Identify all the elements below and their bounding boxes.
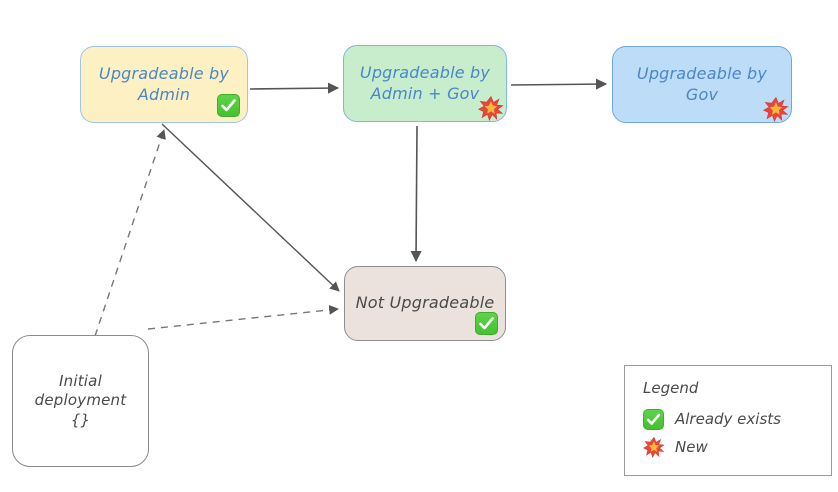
legend-item-label: New bbox=[675, 438, 708, 456]
node-initial-deployment[interactable]: Initial deployment {} bbox=[12, 335, 149, 467]
burst-badge bbox=[477, 95, 504, 121]
check-badge bbox=[643, 408, 671, 430]
node-label: Initial deployment {} bbox=[34, 372, 127, 429]
legend-item-new: New bbox=[643, 433, 831, 461]
edge-admin-to-not-upgradeable bbox=[161, 123, 340, 292]
check-badge bbox=[217, 94, 240, 117]
edge-admin-gov-to-gov bbox=[510, 78, 608, 90]
edge-admin-gov-to-not-upgradeable bbox=[410, 125, 422, 263]
node-upgradeable-by-admin[interactable]: Upgradeable by Admin bbox=[80, 46, 248, 123]
legend-item-label: Already exists bbox=[675, 410, 781, 428]
node-label: Upgradeable by Admin bbox=[98, 64, 230, 104]
node-label: Upgradeable by Admin + Gov bbox=[359, 63, 491, 103]
node-upgradeable-by-gov[interactable]: Upgradeable by Gov bbox=[612, 46, 792, 123]
legend-title: Legend bbox=[643, 379, 699, 397]
node-not-upgradeable[interactable]: Not Upgradeable bbox=[344, 266, 506, 341]
check-badge bbox=[475, 312, 498, 335]
edge-initial-to-not-upgradeable bbox=[147, 305, 339, 330]
node-label: Upgradeable by Gov bbox=[636, 64, 768, 104]
legend-item-already-exists: Already exists bbox=[643, 405, 831, 433]
burst-badge bbox=[762, 96, 789, 122]
legend: Legend Already exists New bbox=[624, 365, 832, 476]
burst-badge bbox=[643, 436, 671, 458]
edge-initial-to-admin bbox=[94, 129, 166, 337]
node-upgradeable-by-admin-gov[interactable]: Upgradeable by Admin + Gov bbox=[343, 45, 507, 122]
node-label: Not Upgradeable bbox=[355, 293, 495, 313]
edge-admin-to-admin-gov bbox=[249, 82, 340, 94]
